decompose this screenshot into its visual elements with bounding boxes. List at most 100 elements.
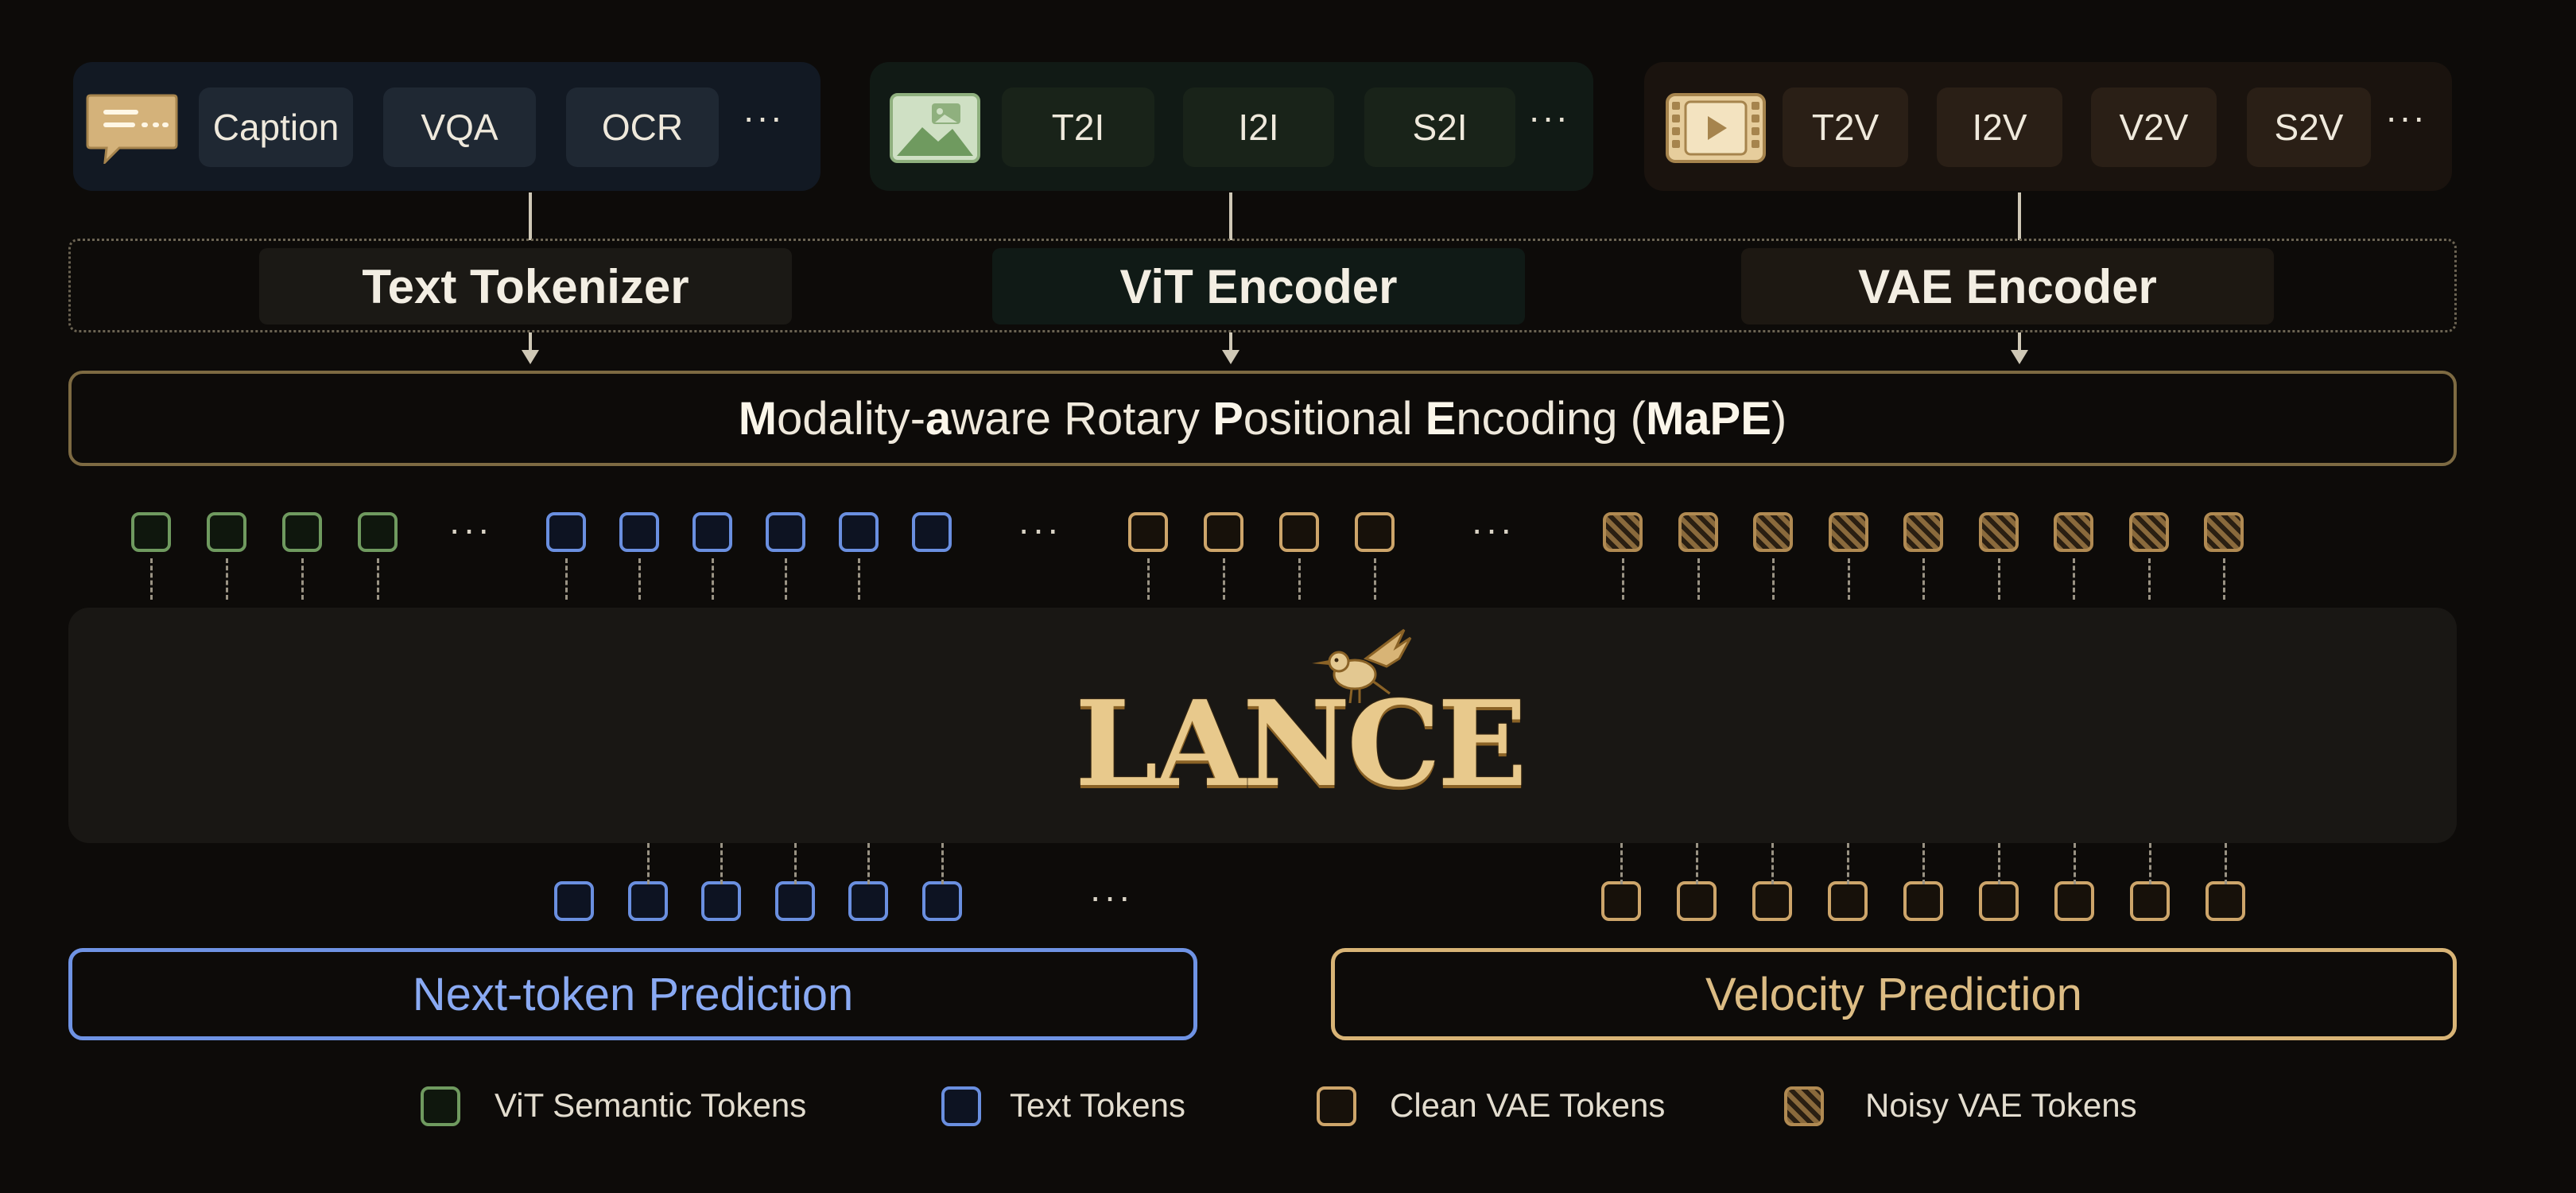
input-ellipsis-3: ··· xyxy=(1471,508,1515,550)
input-clean-vae-connector xyxy=(1223,558,1225,600)
input-text-token xyxy=(619,512,659,552)
image-group-ellipsis: ··· xyxy=(1528,96,1569,138)
output-text-token xyxy=(701,881,741,921)
output-text-token xyxy=(554,881,594,921)
chip-t2v: T2V xyxy=(1783,87,1908,167)
next-token-prediction-head: Next-token Prediction xyxy=(68,948,1197,1040)
input-clean-vae-token xyxy=(1128,512,1168,552)
chip-t2i: T2I xyxy=(1002,87,1154,167)
chip-i2i: I2I xyxy=(1183,87,1334,167)
output-vae-token xyxy=(2054,881,2094,921)
output-vae-connector xyxy=(2225,843,2227,884)
chip-ocr: OCR xyxy=(566,87,719,167)
input-noisy-vae-token xyxy=(2204,512,2244,552)
chip-caption: Caption xyxy=(199,87,353,167)
image-icon xyxy=(890,93,980,163)
mape-text-segment: ncoding ( xyxy=(1456,392,1646,445)
output-vae-connector xyxy=(1696,843,1698,884)
input-text-connector xyxy=(638,558,641,600)
input-text-token xyxy=(912,512,952,552)
input-noisy-vae-connector xyxy=(1772,558,1775,600)
arrow-stem-vit xyxy=(1229,332,1232,352)
output-text-token xyxy=(921,881,962,921)
legend-label-clean: Clean VAE Tokens xyxy=(1390,1086,1666,1124)
output-ellipsis: ··· xyxy=(1089,876,1133,917)
legend-swatch-text xyxy=(941,1086,981,1126)
output-text-token xyxy=(848,881,888,921)
text-tokenizer: Text Tokenizer xyxy=(259,248,792,324)
output-vae-connector xyxy=(2074,843,2076,884)
input-text-connector xyxy=(858,558,860,600)
mape-text-segment: a xyxy=(925,392,952,445)
legend-swatch-vit xyxy=(421,1086,460,1126)
input-noisy-vae-connector xyxy=(2147,558,2151,600)
input-clean-vae-connector xyxy=(1374,558,1376,600)
mape-text-segment: ware Rotary xyxy=(951,392,1213,445)
output-text-connector xyxy=(793,843,797,884)
encoders-frame xyxy=(68,239,2457,332)
output-vae-connector xyxy=(1771,843,1774,884)
output-vae-token xyxy=(2130,881,2170,921)
chip-vqa: VQA xyxy=(383,87,536,167)
output-vae-connector xyxy=(1847,843,1849,884)
input-text-token xyxy=(839,512,879,552)
output-text-connector xyxy=(646,843,650,884)
legend-swatch-clean xyxy=(1317,1086,1356,1126)
output-vae-token xyxy=(1601,881,1641,921)
input-noisy-vae-token xyxy=(1978,512,2019,552)
output-vae-token xyxy=(1903,881,1943,921)
input-noisy-vae-connector xyxy=(1622,558,1624,600)
input-noisy-vae-token xyxy=(1828,512,1868,552)
film-icon xyxy=(1666,93,1766,163)
input-ellipsis-1: ··· xyxy=(448,508,492,550)
text-group-ellipsis: ··· xyxy=(743,96,784,138)
chip-v2v: V2V xyxy=(2091,87,2217,167)
output-text-connector xyxy=(720,843,723,884)
mape-text-segment: MaPE xyxy=(1645,392,1771,445)
input-noisy-vae-token xyxy=(1753,512,1793,552)
legend-label-noisy: Noisy VAE Tokens xyxy=(1865,1086,2137,1124)
output-vae-token xyxy=(2206,881,2245,921)
legend-label-vit: ViT Semantic Tokens xyxy=(495,1086,807,1124)
arrow-stem-text xyxy=(529,332,532,352)
arrow-head-vae xyxy=(2011,350,2028,364)
input-noisy-vae-connector xyxy=(1997,558,2000,600)
output-vae-token xyxy=(1677,881,1717,921)
mape-text-segment: M xyxy=(738,392,778,445)
mape-text-segment: E xyxy=(1425,392,1457,445)
input-ellipsis-2: ··· xyxy=(1018,508,1061,550)
input-vit-connector xyxy=(226,558,228,600)
arrow-stem-vae xyxy=(2018,332,2021,352)
connector-image-group xyxy=(1229,192,1232,240)
chip-s2v: S2V xyxy=(2247,87,2371,167)
input-text-token xyxy=(766,512,805,552)
input-vit-token xyxy=(131,512,171,552)
mape-text-segment: ositional xyxy=(1243,392,1426,445)
lance-backbone xyxy=(68,608,2457,843)
output-text-token xyxy=(774,881,815,921)
input-text-token xyxy=(546,512,586,552)
input-text-token xyxy=(692,512,732,552)
input-noisy-vae-connector xyxy=(2073,558,2075,600)
arrow-head-vit xyxy=(1222,350,1240,364)
lance-logo: LANCE xyxy=(1075,674,1527,813)
input-noisy-vae-connector xyxy=(1847,558,1850,600)
connector-text-group xyxy=(529,192,532,240)
input-noisy-vae-token xyxy=(1603,512,1643,552)
output-text-token xyxy=(627,881,668,921)
input-vit-connector xyxy=(377,558,379,600)
input-text-connector xyxy=(785,558,787,600)
vae-encoder: VAE Encoder xyxy=(1741,248,2274,324)
mape-text-segment: odality- xyxy=(777,392,926,445)
legend-swatch-noisy xyxy=(1784,1086,1824,1126)
vit-encoder: ViT Encoder xyxy=(992,248,1525,324)
chip-i2v: I2V xyxy=(1937,87,2062,167)
input-vit-token xyxy=(207,512,246,552)
output-vae-connector xyxy=(1620,843,1623,884)
input-clean-vae-token xyxy=(1355,512,1395,552)
arrow-head-text xyxy=(522,350,539,364)
input-vit-connector xyxy=(301,558,304,600)
output-vae-connector xyxy=(1922,843,1925,884)
input-noisy-vae-connector xyxy=(1922,558,1925,600)
video-group-ellipsis: ··· xyxy=(2385,96,2427,138)
